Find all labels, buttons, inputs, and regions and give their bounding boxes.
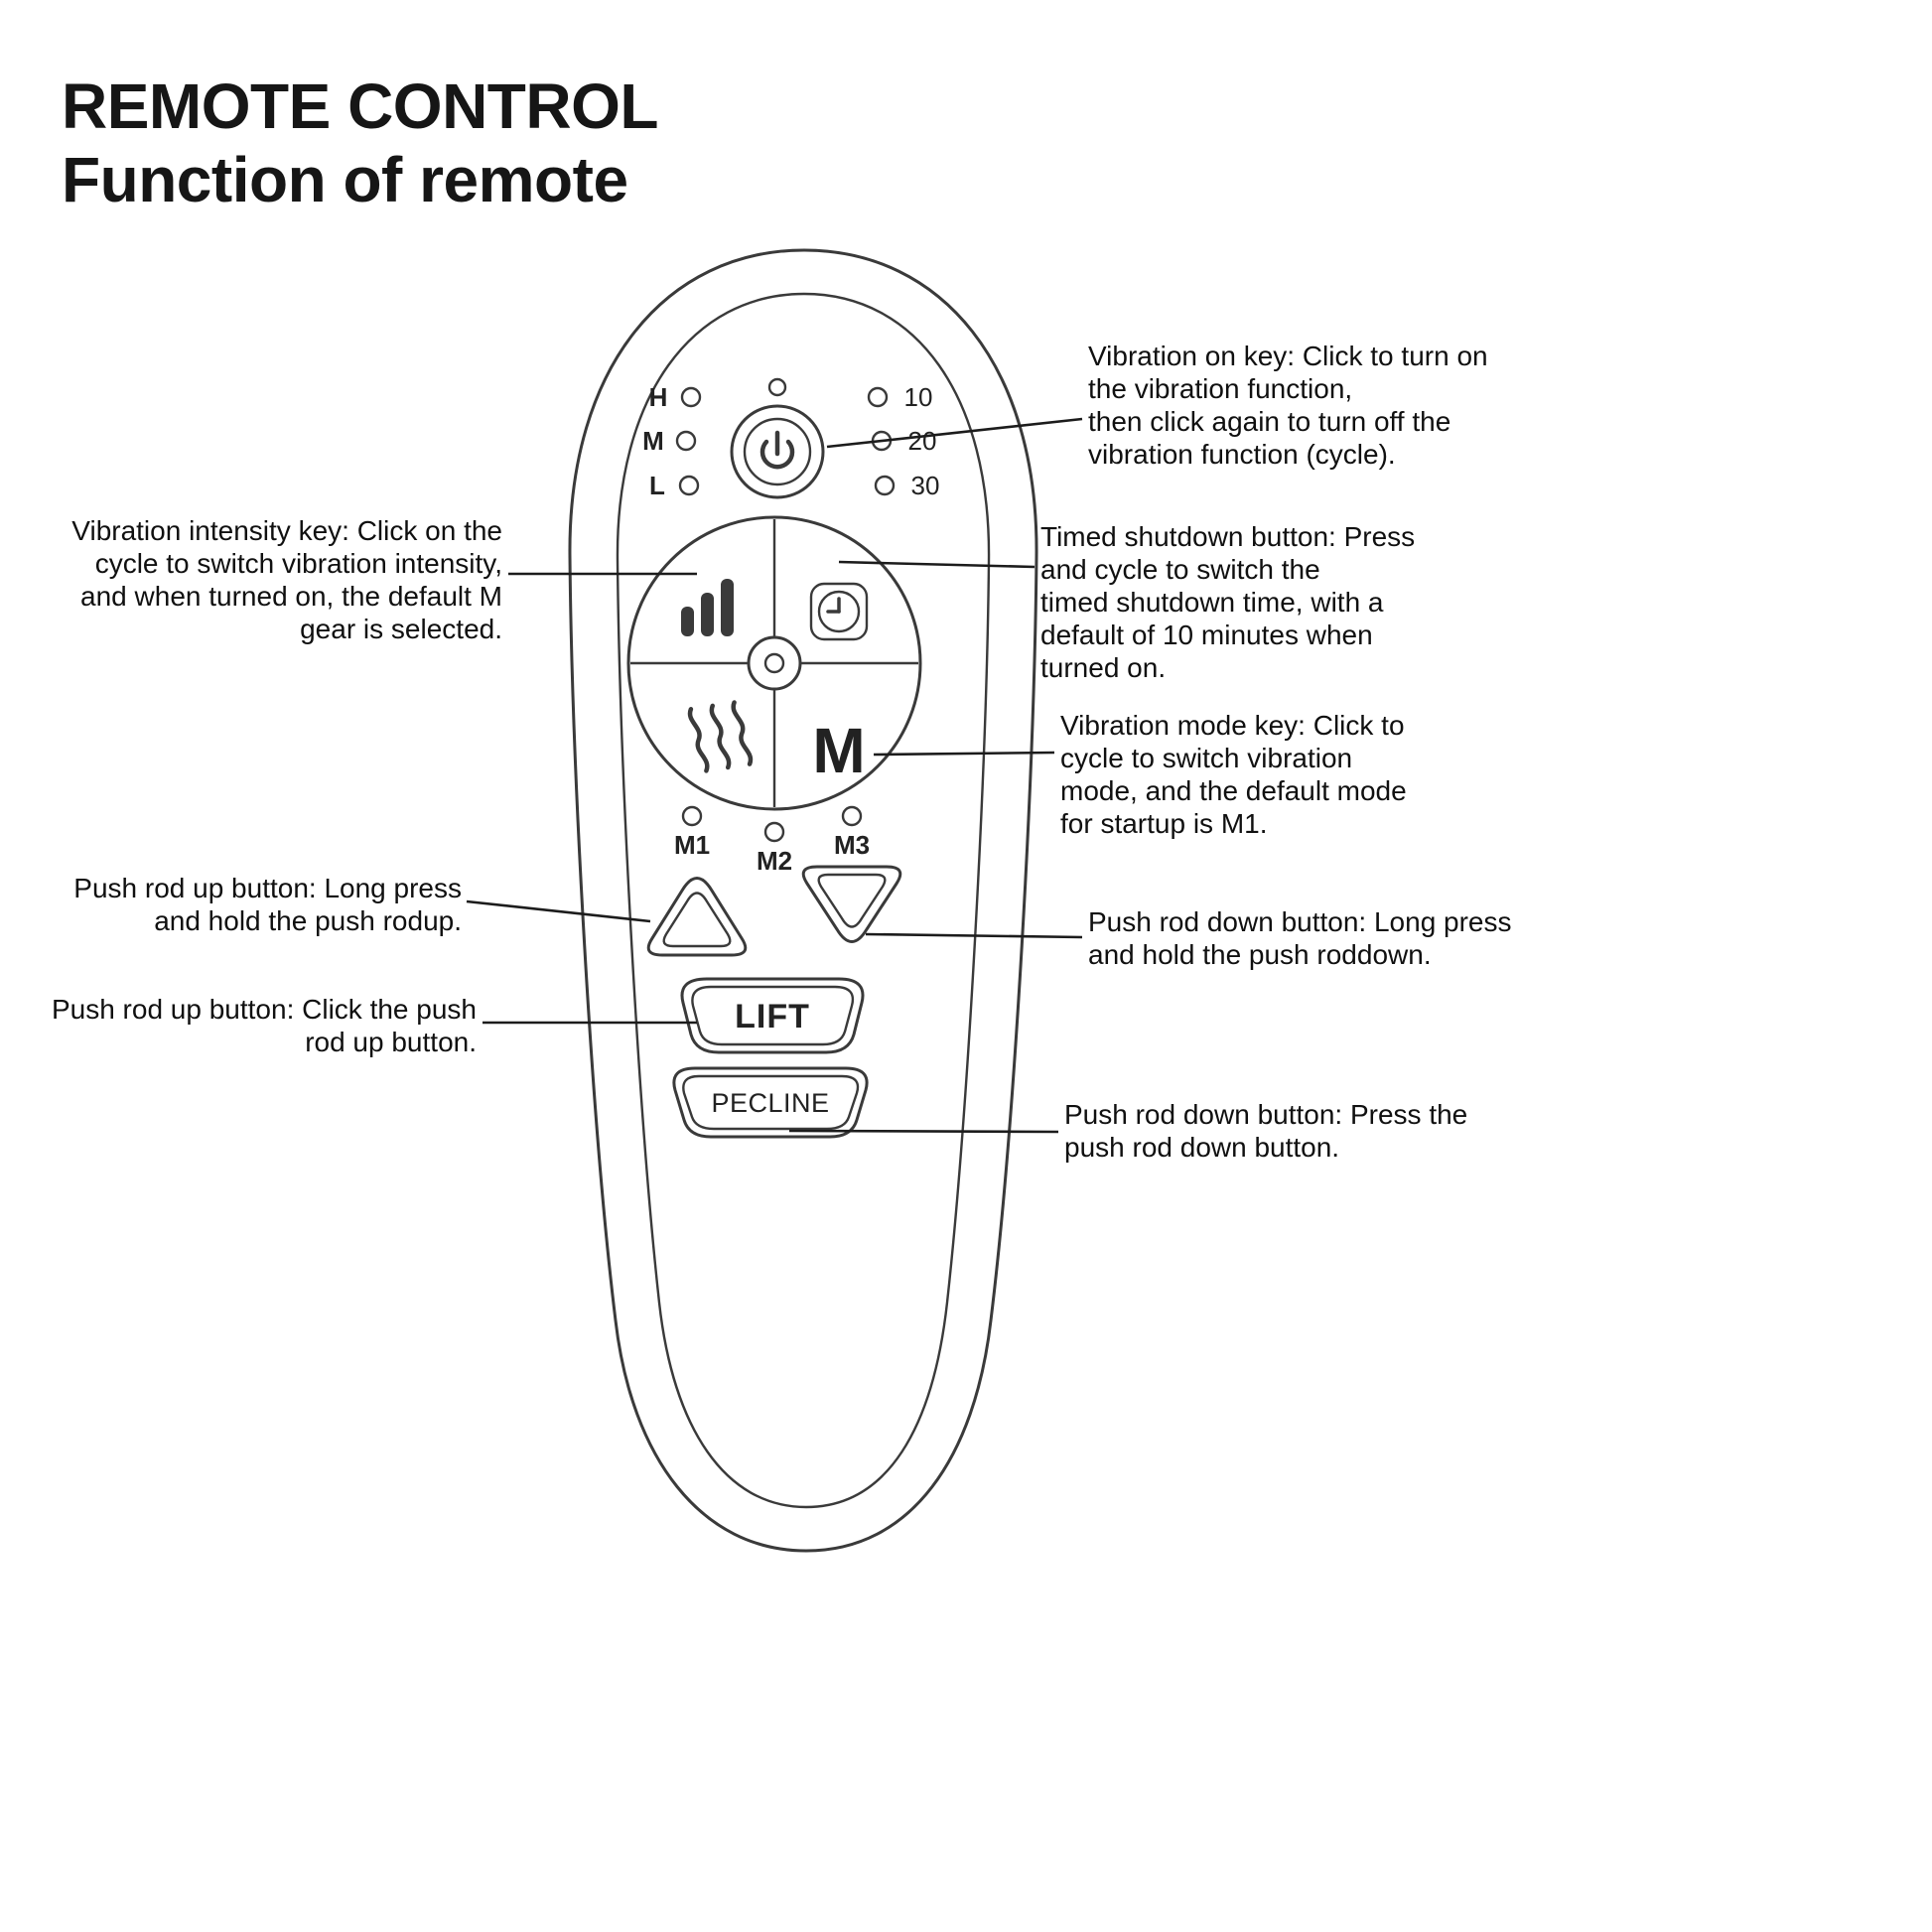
wheel-center-hub	[747, 635, 802, 691]
annotation-push-up-click: Push rod up button: Click the push rod u…	[51, 994, 477, 1057]
remote-outer-shell	[568, 248, 1038, 1553]
m2-led	[763, 821, 785, 843]
timer-30-label: 30	[911, 471, 940, 500]
leader-push-down-long	[865, 932, 1083, 939]
leader-vibration-on	[826, 417, 1083, 449]
remote-inner-shell	[616, 292, 991, 1509]
annotation-push-down-long: Push rod down button: Long press and hol…	[1088, 906, 1512, 970]
annotation-vibration-on: Vibration on key: Click to turn on the v…	[1088, 341, 1488, 470]
lift-button-label: LIFT	[735, 998, 810, 1035]
timer-30-led	[874, 475, 896, 496]
timed-shutdown-key	[809, 582, 869, 641]
power-led	[767, 377, 787, 397]
title-line-1: REMOTE CONTROL	[62, 70, 658, 142]
annotation-vibration-intensity: Vibration intensity key: Click on the cy…	[71, 515, 502, 644]
indicator-h-label: H	[649, 382, 668, 412]
lift-button: LIFT	[680, 977, 865, 1054]
indicator-m-label: M	[642, 426, 664, 456]
timer-20-label: 20	[908, 426, 937, 456]
leader-timed-shutdown	[838, 560, 1035, 569]
m3-led	[841, 805, 863, 827]
leader-push-up-long	[466, 899, 651, 923]
title-line-2: Function of remote	[62, 144, 628, 215]
vibration-mode-key: M	[812, 715, 865, 786]
signal-bars-icon	[681, 579, 734, 636]
page-title: REMOTE CONTROL Function of remote	[62, 69, 658, 216]
timer-10-led	[867, 386, 889, 408]
vibration-intensity-key	[681, 579, 734, 636]
leader-push-down-press	[788, 1129, 1059, 1134]
push-rod-up-button	[646, 877, 748, 957]
annotation-push-up-long: Push rod up button: Long press and hold …	[73, 873, 462, 936]
indicator-l-led	[678, 475, 700, 496]
m1-led	[681, 805, 703, 827]
recline-button-label: PECLINE	[711, 1088, 829, 1118]
function-wheel	[626, 515, 922, 811]
heat-key	[687, 700, 754, 773]
m1-label: M1	[674, 830, 710, 860]
annotation-push-down-press: Push rod down button: Press the push rod…	[1064, 1099, 1468, 1163]
m3-label: M3	[834, 830, 870, 860]
push-rod-down-button	[801, 865, 902, 943]
power-icon	[759, 430, 795, 470]
wheel-center-dot	[763, 652, 785, 674]
recline-button: PECLINE	[672, 1066, 869, 1139]
indicator-l-label: L	[649, 471, 665, 500]
annotation-vibration-mode: Vibration mode key: Click to cycle to sw…	[1060, 710, 1407, 839]
indicator-h-led	[680, 386, 702, 408]
power-button	[730, 404, 825, 499]
leader-vibration-mode	[873, 751, 1055, 757]
heat-waves-icon	[687, 700, 754, 773]
m2-label: M2	[757, 846, 792, 876]
annotation-timed-shutdown: Timed shutdown button: Press and cycle t…	[1040, 521, 1416, 683]
timer-clock-icon	[809, 582, 869, 641]
timer-10-label: 10	[904, 382, 933, 412]
indicator-m-led	[675, 430, 697, 452]
